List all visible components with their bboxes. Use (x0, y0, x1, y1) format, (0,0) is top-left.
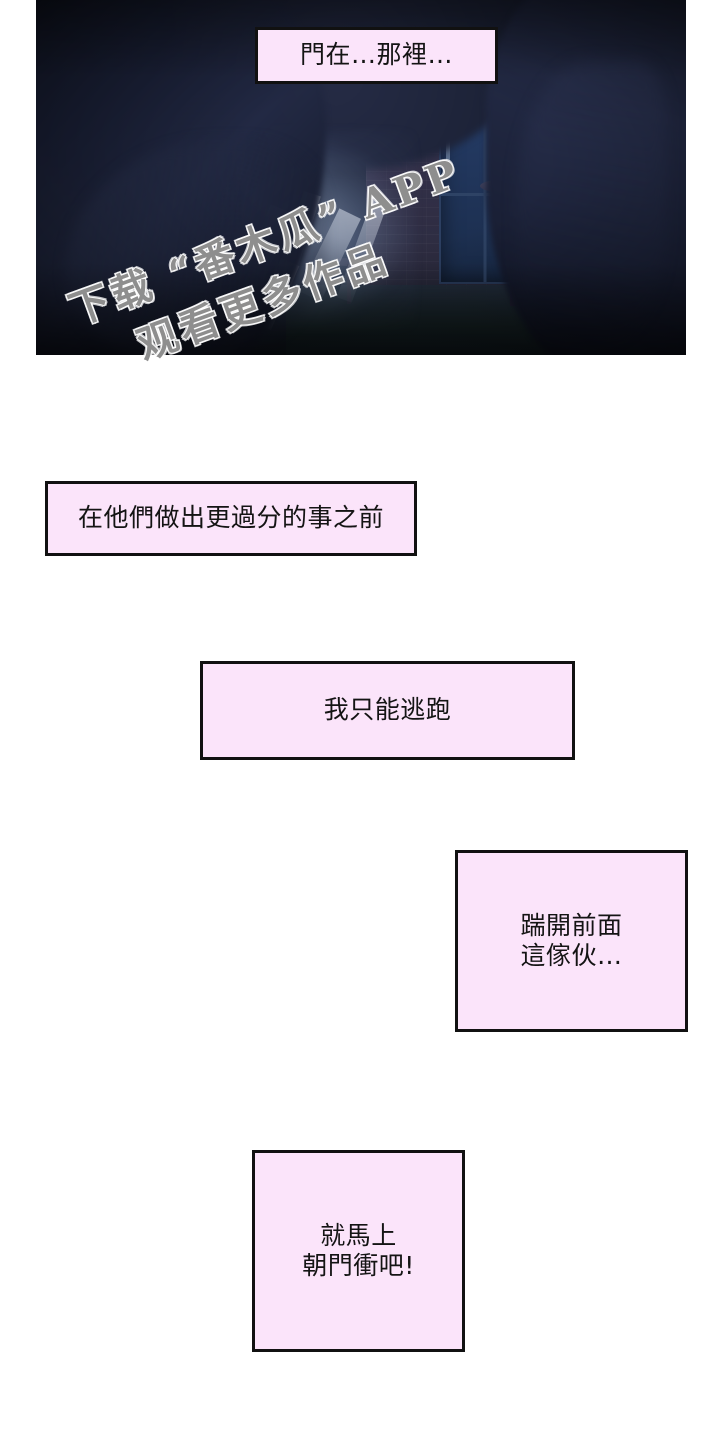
speech-bubble-5: 就馬上 朝門衝吧! (252, 1150, 465, 1352)
speech-bubble-4: 踹開前面 這傢伙… (455, 850, 688, 1032)
comic-panel (36, 0, 686, 355)
speech-bubble-2: 在他們做出更過分的事之前 (45, 481, 417, 556)
speech-bubble-3: 我只能逃跑 (200, 661, 575, 760)
speech-bubble-1: 門在…那裡… (255, 27, 498, 84)
